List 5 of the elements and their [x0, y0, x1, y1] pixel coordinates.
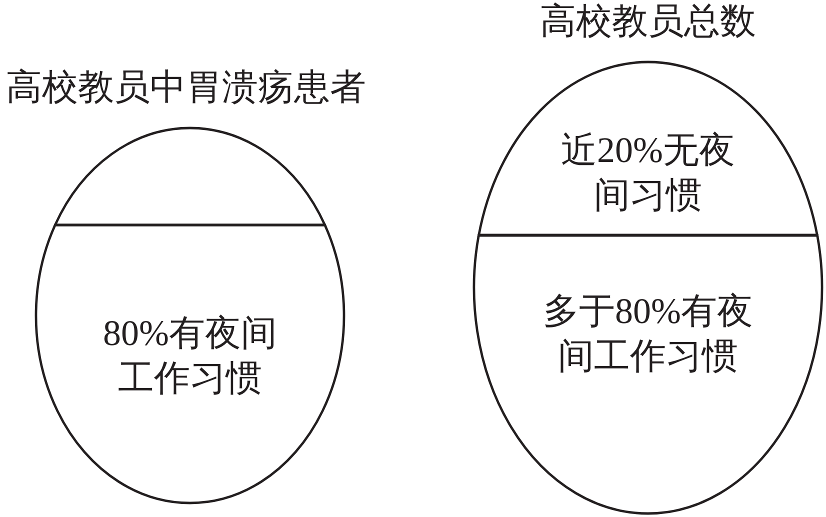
segment-label: 近20%无夜间习惯 — [560, 128, 736, 216]
set-heading: 高校教员中胃溃疡患者 — [6, 66, 366, 109]
segment-label: 80%有夜间工作习惯 — [102, 312, 278, 400]
segment-label: 多于80%有夜间工作习惯 — [542, 290, 754, 378]
set-heading: 高校教员总数 — [540, 0, 756, 43]
